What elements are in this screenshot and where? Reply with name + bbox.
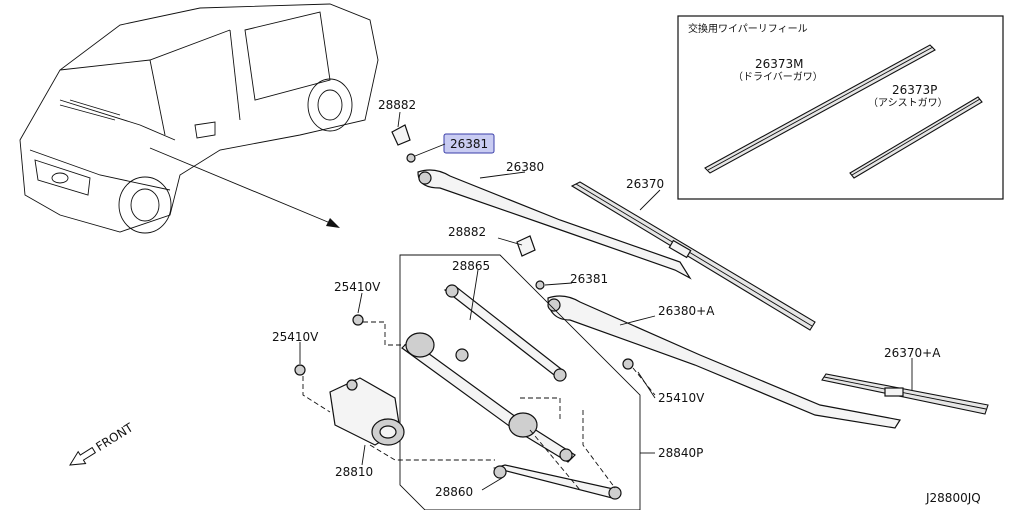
pivot-right <box>508 412 538 438</box>
label-28865: 28865 <box>452 259 490 273</box>
refill-box: 交換用ワイパーリフィール 26373M （ドライバーガワ） 26373P （アシ… <box>677 15 1004 200</box>
wiper-motor-28810 <box>329 377 405 446</box>
diagram-id: J28800JQ <box>925 491 981 505</box>
cap-28882-a <box>391 124 411 146</box>
highlight-26381 <box>443 133 495 154</box>
refill-box-title: 交換用ワイパーリフィール <box>688 22 808 35</box>
leader-arrow <box>149 147 336 226</box>
front-label: FRONT <box>93 420 136 454</box>
link-rod-28865 <box>443 285 566 379</box>
note-assist: （アシストガワ） <box>868 97 948 109</box>
label-28860: 28860 <box>435 485 473 499</box>
bolt-25410v-a <box>352 314 364 326</box>
link-rod-28860 <box>492 464 620 499</box>
note-driver: （ドライバーガワ） <box>733 71 823 83</box>
linkage-box <box>399 254 641 510</box>
label-28882-a: 28882 <box>378 98 416 112</box>
label-26381-b: 26381 <box>570 272 608 286</box>
label-28810: 28810 <box>335 465 373 479</box>
vehicle-illustration <box>19 3 379 234</box>
wiper-arm-26380a <box>547 295 901 429</box>
label-26370a: 26370+A <box>884 346 941 360</box>
label-28882-b: 28882 <box>448 225 486 239</box>
front-indicator: FRONT <box>69 420 136 466</box>
label-25410v-c: 25410V <box>658 391 705 405</box>
arrow-head <box>326 218 340 228</box>
label-26370: 26370 <box>626 177 664 191</box>
nut-26381-a <box>406 153 416 163</box>
label-26380a: 26380+A <box>658 304 715 318</box>
cap-28882-b <box>516 235 536 257</box>
bolt-25410v-c <box>622 358 634 370</box>
bolt-25410v-b <box>294 364 306 376</box>
label-26380: 26380 <box>506 160 544 174</box>
part-26373p: 26373P <box>892 83 937 97</box>
front-arrow-icon <box>69 446 97 466</box>
linkage-frame <box>401 339 576 463</box>
pivot-left <box>405 332 435 358</box>
nut-26381-b <box>535 280 545 290</box>
label-25410v-b: 25410V <box>272 330 319 344</box>
wiper-blade-26370 <box>570 181 816 331</box>
wiper-blade-26370a <box>821 373 989 415</box>
part-26373m: 26373M <box>755 57 804 71</box>
label-26381-a: 26381 <box>450 137 488 151</box>
label-25410v-a: 25410V <box>334 280 381 294</box>
label-28840p: 28840P <box>658 446 703 460</box>
